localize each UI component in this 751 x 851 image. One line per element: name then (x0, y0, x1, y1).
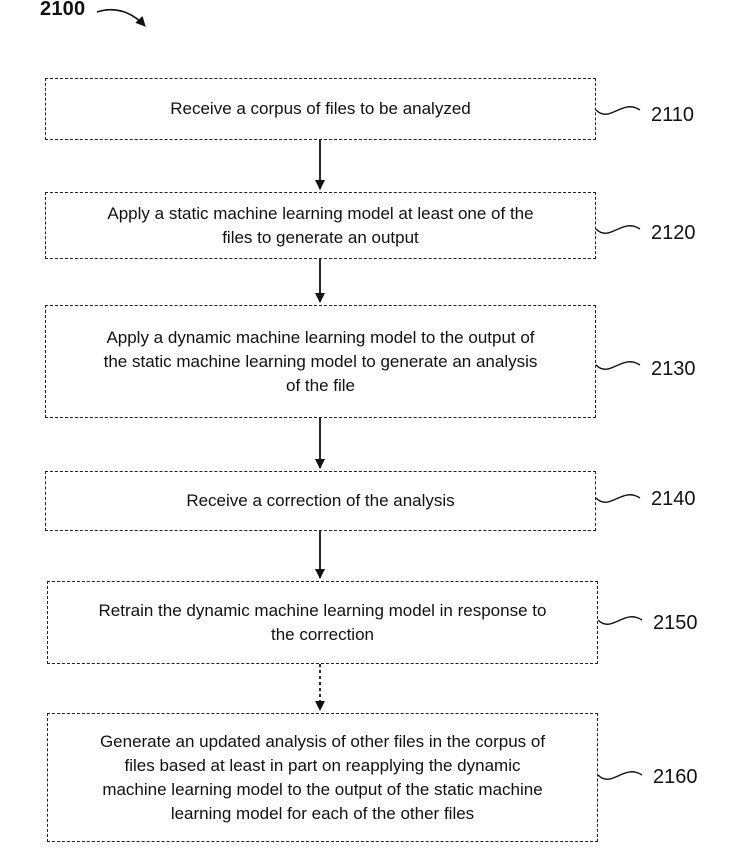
leader-squiggle-2150 (598, 617, 642, 625)
ref-number-2150: 2150 (653, 611, 698, 635)
leader-squiggle-2110 (596, 107, 640, 115)
step-box-2140: Receive a correction of the analysis (45, 471, 596, 531)
leader-squiggle-2120 (596, 226, 640, 234)
step-box-2160: Generate an updated analysis of other fi… (47, 713, 598, 842)
figure-number: 2100 (40, 0, 85, 21)
step-box-2110: Receive a corpus of files to be analyzed (45, 78, 596, 140)
step-box-2130: Apply a dynamic machine learning model t… (45, 305, 596, 418)
leader-squiggle-2140 (596, 495, 640, 503)
step-text-2150: Retrain the dynamic machine learning mod… (99, 599, 547, 647)
step-text-2130: Apply a dynamic machine learning model t… (104, 326, 538, 398)
leader-squiggle-2130 (596, 362, 640, 370)
step-box-2120: Apply a static machine learning model at… (45, 192, 596, 259)
leader-squiggle-2160 (598, 772, 642, 780)
step-text-2110: Receive a corpus of files to be analyzed (170, 97, 471, 121)
ref-number-2110: 2110 (651, 103, 694, 127)
step-text-2160: Generate an updated analysis of other fi… (100, 730, 545, 826)
ref-number-2130: 2130 (651, 357, 696, 381)
ref-number-2140: 2140 (651, 487, 696, 511)
ref-number-2160: 2160 (653, 765, 698, 789)
ref-number-2120: 2120 (651, 221, 696, 245)
figure-pointer-arrow (97, 10, 145, 26)
step-text-2120: Apply a static machine learning model at… (107, 202, 533, 250)
step-text-2140: Receive a correction of the analysis (186, 489, 454, 513)
step-box-2150: Retrain the dynamic machine learning mod… (47, 581, 598, 664)
